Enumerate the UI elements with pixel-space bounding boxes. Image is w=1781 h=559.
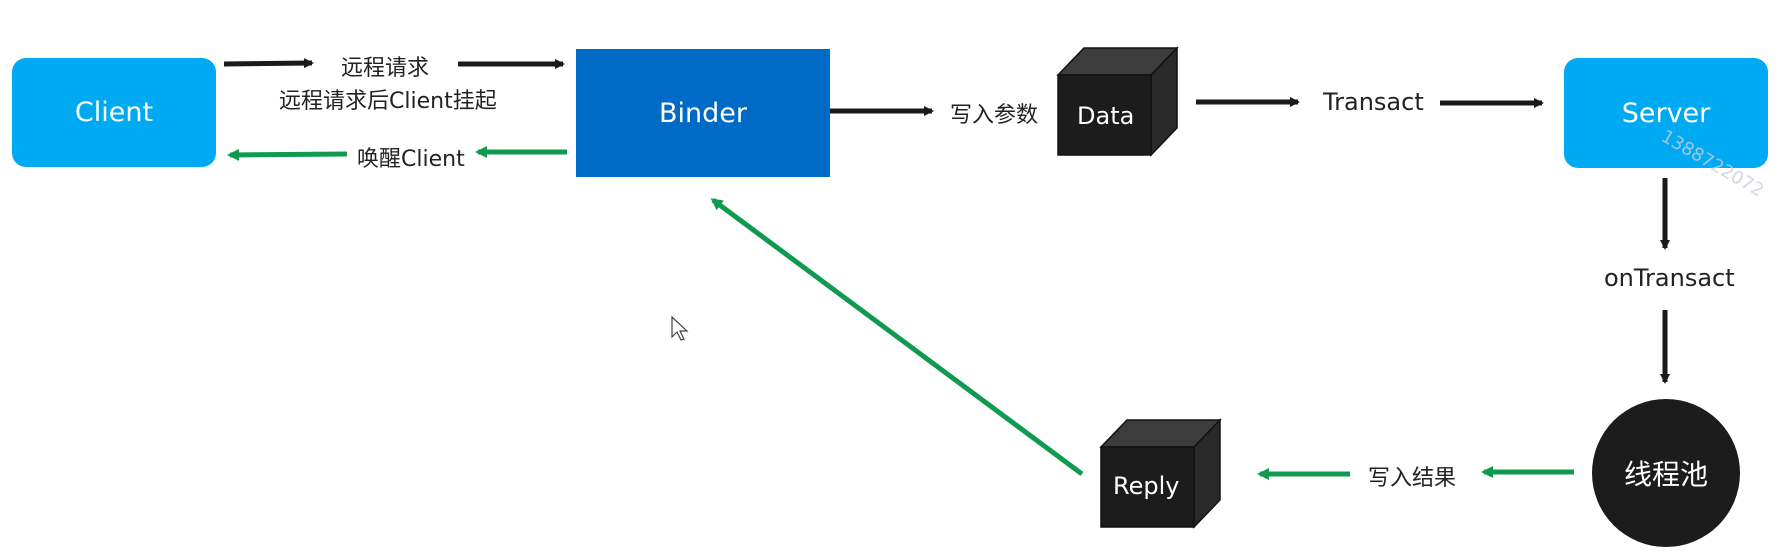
ontransact-label: onTransact [1604,264,1735,292]
reply-cube [1099,418,1222,529]
write-params-label: 写入参数 [950,103,1039,128]
thread-pool-label: 线程池 [1623,458,1708,491]
reply-label: Reply [1113,472,1180,500]
server-label: Server [1621,97,1711,129]
client-suspended-label: 远程请求后Client挂起 [279,89,497,114]
data-cube [1056,46,1179,157]
arrow-reply-to-binder [710,197,1084,477]
arrow-client-to-label [223,58,314,69]
client-label: Client [74,97,154,128]
write-result-label: 写入结果 [1368,466,1457,491]
thread-pool-circle [1592,399,1740,547]
binder-label: Binder [659,97,747,129]
arrow-wake-label-to-client [227,148,348,161]
transact-label: Transact [1323,88,1424,116]
mouse-cursor-icon [671,315,689,341]
binder-box: Binder [576,49,830,177]
wake-client-label: 唤醒Client [357,147,465,172]
data-label: Data [1077,102,1135,130]
server-box: Server [1564,58,1768,168]
remote-request-label: 远程请求 [341,56,430,81]
client-box: Client [12,58,216,167]
